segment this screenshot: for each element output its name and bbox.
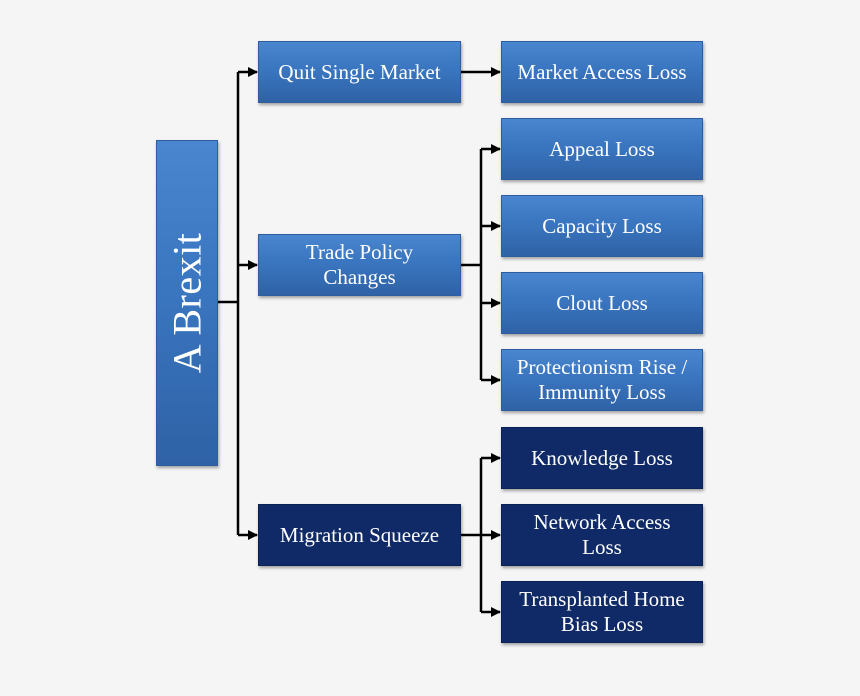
branch-label: Quit Single Market <box>278 59 441 84</box>
branch-label: Trade Policy Changes <box>305 240 414 289</box>
leaf-network-access-loss: Network Access Loss <box>501 504 703 566</box>
leaf-transplanted-home-bias-loss: Transplanted Home Bias Loss <box>501 581 703 643</box>
leaf-label: Clout Loss <box>556 290 648 315</box>
leaf-label: Capacity Loss <box>542 213 662 238</box>
leaf-protectionism-rise-immunity-loss: Protectionism Rise / Immunity Loss <box>501 349 703 411</box>
leaf-appeal-loss: Appeal Loss <box>501 118 703 180</box>
leaf-label: Network Access Loss <box>533 510 671 559</box>
leaf-label: Appeal Loss <box>549 136 655 161</box>
branch-trade-policy-changes: Trade Policy Changes <box>258 234 461 296</box>
root-node-label: A Brexit <box>164 232 210 374</box>
leaf-capacity-loss: Capacity Loss <box>501 195 703 257</box>
leaf-label: Transplanted Home Bias Loss <box>519 587 685 636</box>
leaf-clout-loss: Clout Loss <box>501 272 703 334</box>
leaf-label: Knowledge Loss <box>531 445 673 470</box>
branch-label: Migration Squeeze <box>279 522 440 547</box>
root-node-a-brexit: A Brexit <box>156 140 218 466</box>
leaf-label: Protectionism Rise / Immunity Loss <box>516 355 688 404</box>
leaf-market-access-loss: Market Access Loss <box>501 41 703 103</box>
leaf-knowledge-loss: Knowledge Loss <box>501 427 703 489</box>
leaf-label: Market Access Loss <box>517 59 687 84</box>
branch-migration-squeeze: Migration Squeeze <box>258 504 461 566</box>
branch-quit-single-market: Quit Single Market <box>258 41 461 103</box>
